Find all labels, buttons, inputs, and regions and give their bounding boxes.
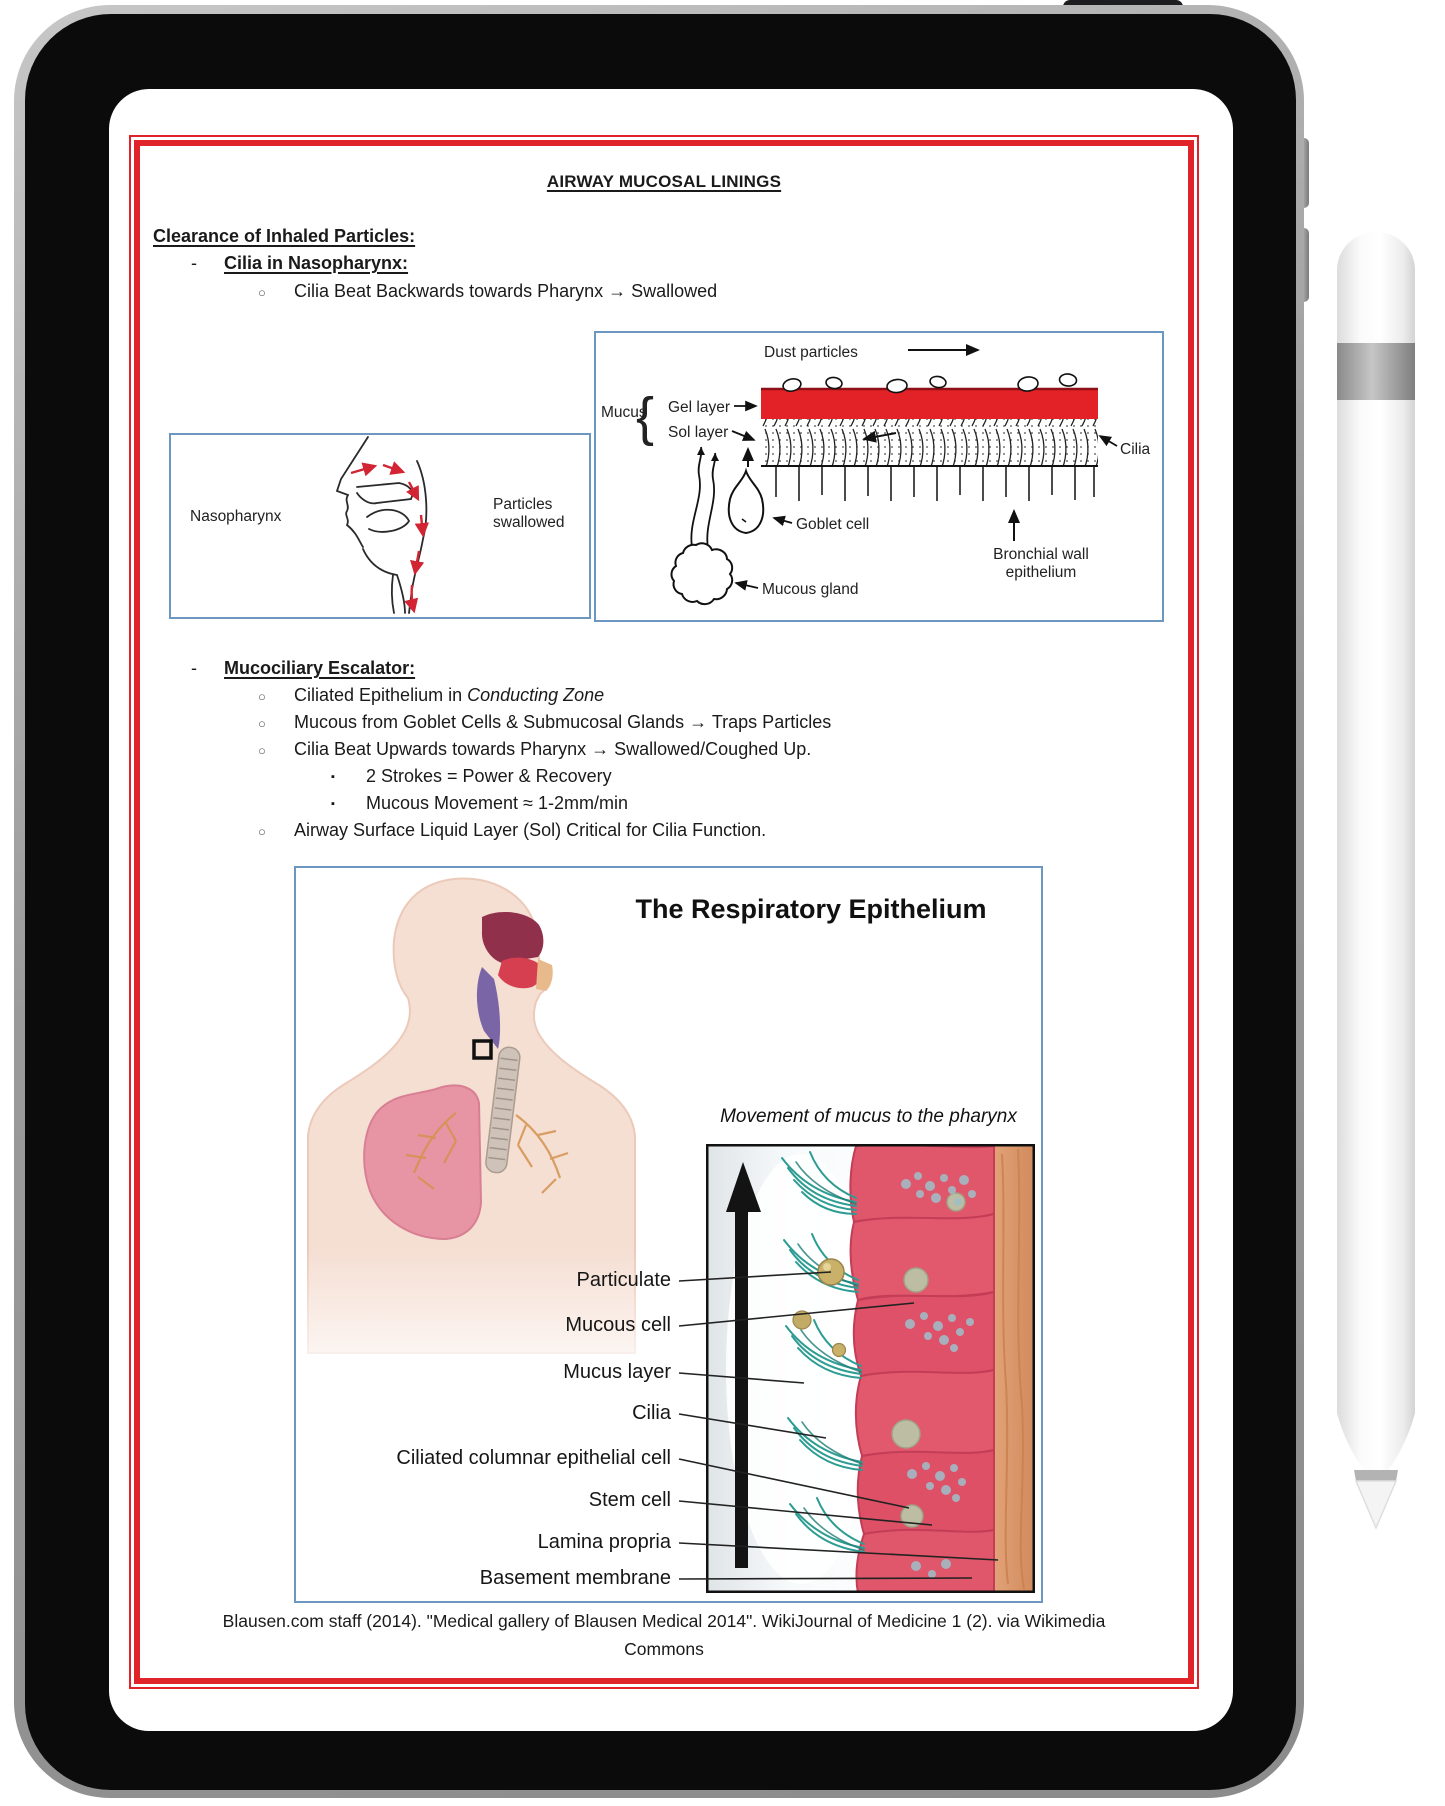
- tablet-screen: AIRWAY MUCOSAL LININGS Clearance of Inha…: [109, 89, 1233, 1731]
- label-stem-cell: Stem cell: [588, 1489, 671, 1511]
- page-border-outer: AIRWAY MUCOSAL LININGS Clearance of Inha…: [129, 135, 1199, 1689]
- mucus-flow-arrow-head: [726, 1162, 761, 1212]
- bullet-text-plain: Ciliated Epithelium in: [294, 685, 468, 705]
- subheading-mucociliary-escalator: Mucociliary Escalator:: [224, 658, 416, 678]
- sol-layer-label: Sol layer: [668, 424, 728, 441]
- trapped-particles: [782, 373, 1078, 394]
- tablet-bezel: AIRWAY MUCOSAL LININGS Clearance of Inha…: [25, 14, 1296, 1790]
- lips-teeth: [536, 959, 553, 991]
- tablet-frame: AIRWAY MUCOSAL LININGS Clearance of Inha…: [14, 5, 1304, 1798]
- label-particulate: Particulate: [576, 1269, 672, 1291]
- bullet-mucous-movement: Mucous Movement ≈ 1-2mm/min: [366, 793, 628, 813]
- dash-bullet: -: [191, 253, 197, 273]
- subheading-cilia-nasopharynx: Cilia in Nasopharynx:: [224, 253, 409, 273]
- body-fade: [306, 1248, 636, 1398]
- pencil-tip: [1354, 1480, 1398, 1530]
- epithelium-detail-image: [706, 1144, 1035, 1593]
- mucus-label: Mucus: [601, 404, 647, 421]
- mucus-brace: {: [636, 387, 654, 447]
- respiratory-epithelium-figure: The Respiratory Epithelium Movement of m…: [294, 866, 1043, 1603]
- pencil-ferrule: [1354, 1470, 1398, 1481]
- stylus-pencil: [1337, 232, 1415, 1530]
- circle-bullet: ○: [258, 716, 266, 731]
- bronchial-wall-figure: Dust particles: [594, 331, 1164, 622]
- attribution-line-1: Blausen.com staff (2014). "Medical galle…: [222, 1611, 1106, 1631]
- square-bullet: ▪: [331, 771, 335, 783]
- head-profile-sketch: [335, 436, 428, 614]
- duct-arrowhead-2: [711, 453, 719, 461]
- granule-clusters: [901, 1172, 976, 1578]
- bullet-two-strokes: 2 Strokes = Power & Recovery: [366, 766, 612, 786]
- tongue: [498, 957, 543, 989]
- bullet-cilia-beat-upwards: Cilia Beat Upwards towards Pharynx → Swa…: [294, 739, 812, 759]
- cell-nuclei: [891, 1192, 966, 1528]
- circle-bullet: ○: [258, 285, 266, 300]
- pencil-band: [1337, 343, 1415, 400]
- figure-leader-lines: [678, 1271, 999, 1580]
- square-bullet: ▪: [331, 798, 335, 810]
- particles-swallowed-label-l2: swallowed: [493, 514, 565, 531]
- nasopharynx-label: Nasopharynx: [190, 508, 282, 525]
- cilia-strokes: [761, 419, 1098, 466]
- label-lamina-propria: Lamina propria: [537, 1531, 671, 1553]
- nasopharynx-figure: Nasopharynx Particles swallowed: [169, 433, 591, 619]
- trachea-zoom-marker: [472, 1039, 493, 1060]
- pharynx: [476, 967, 501, 1049]
- particles-swallowed-label-l1: Particles: [493, 496, 553, 513]
- document-page: AIRWAY MUCOSAL LININGS Clearance of Inha…: [140, 146, 1188, 1678]
- left-lung: [363, 1084, 483, 1241]
- gland-pointer: [734, 580, 759, 591]
- bullet-airway-surface-liquid: Airway Surface Liquid Layer (Sol) Critic…: [294, 820, 767, 840]
- lamina-texture: [1001, 1148, 1025, 1590]
- mucous-gland-label: Mucous gland: [762, 581, 859, 598]
- bullet-mucous-goblet: Mucous from Goblet Cells & Submucosal Gl…: [294, 712, 832, 732]
- circle-bullet: ○: [258, 743, 266, 758]
- goblet-cell-shape: [727, 467, 765, 535]
- gel-layer-band: [761, 388, 1098, 419]
- bronchial-wall-label-l1: Bronchial wall: [993, 546, 1089, 563]
- nasopharynx-diagram-art: Nasopharynx Particles swallowed: [190, 436, 565, 614]
- attribution-line-2: Commons: [624, 1639, 704, 1659]
- bronchial-diagram-art: Dust particles: [601, 344, 1151, 606]
- dash-bullet: -: [191, 658, 197, 678]
- lamina-propria-strip: [994, 1144, 1035, 1593]
- trachea: [485, 1046, 521, 1174]
- cilia-motion-arrow: [862, 430, 897, 443]
- page-border-inner: AIRWAY MUCOSAL LININGS Clearance of Inha…: [134, 140, 1194, 1684]
- label-cilia: Cilia: [632, 1402, 671, 1424]
- section-heading-clearance: Clearance of Inhaled Particles:: [153, 226, 416, 246]
- bullet-text-italic: Conducting Zone: [467, 685, 605, 705]
- label-ciliated-columnar-epithelial-cell: Ciliated columnar epithelial cell: [396, 1447, 671, 1469]
- human-respiratory-illustration: [306, 877, 636, 1398]
- mucus-flow-arrow-shaft: [735, 1208, 748, 1568]
- label-basement-membrane: Basement membrane: [479, 1567, 671, 1589]
- epithelium-cell-lines: [775, 466, 1095, 501]
- bronchial-branches: [405, 1112, 569, 1194]
- duct-arrowhead-1: [697, 447, 705, 455]
- gland-duct: [690, 446, 717, 550]
- gel-layer-label: Gel layer: [668, 399, 730, 416]
- mucous-gland-shape: [670, 542, 734, 606]
- bronchial-wall-label-l2: epithelium: [1006, 564, 1077, 581]
- goblet-cell-label: Goblet cell: [796, 516, 869, 533]
- goblet-dot: [741, 518, 747, 523]
- nasal-cavity: [481, 911, 544, 963]
- bullet-ciliated-epithelium: Ciliated Epithelium in Conducting Zone: [294, 685, 604, 706]
- circle-bullet: ○: [258, 689, 266, 704]
- pencil-body: [1337, 232, 1415, 1470]
- cilia-pointer: [1098, 435, 1118, 447]
- cilia-label: Cilia: [1120, 441, 1151, 458]
- page-title: AIRWAY MUCOSAL LININGS: [546, 172, 782, 191]
- goblet-pointer: [772, 515, 793, 527]
- figure-title: The Respiratory Epithelium: [635, 894, 987, 924]
- figure-subtitle: Movement of mucus to the pharynx: [720, 1106, 1017, 1127]
- airflow-arrows: [350, 461, 429, 614]
- label-mucus-layer: Mucus layer: [563, 1361, 671, 1383]
- bullet-cilia-beat-backwards: Cilia Beat Backwards towards Pharynx → S…: [294, 281, 718, 301]
- label-mucous-cell: Mucous cell: [565, 1314, 671, 1336]
- dust-particles-label: Dust particles: [764, 344, 858, 361]
- sol-pointer: [731, 430, 756, 441]
- circle-bullet: ○: [258, 824, 266, 839]
